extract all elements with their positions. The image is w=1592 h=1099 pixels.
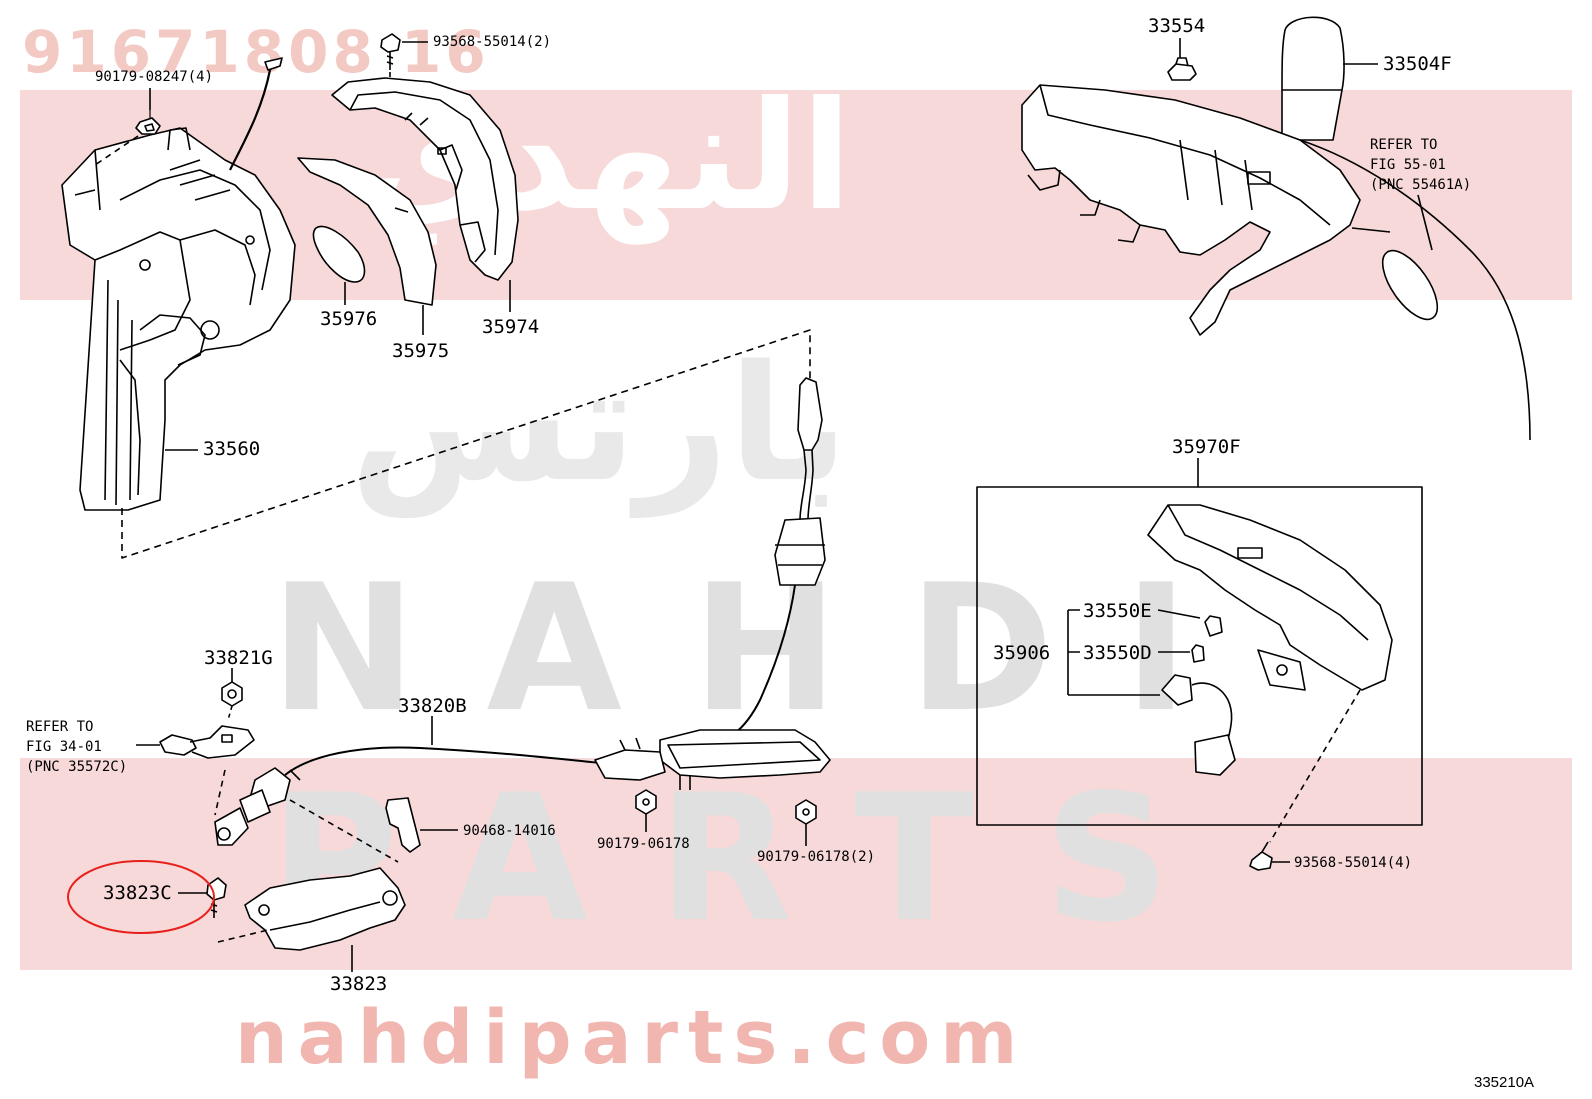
label-refer-fig-34[interactable]: REFER TO FIG 34-01 (PNC 35572C) [26, 719, 128, 775]
dash-housing-to-cable [121, 329, 811, 559]
label-33550D[interactable]: 33550D [1083, 642, 1152, 664]
cable-end-fitting [214, 767, 291, 846]
screw-93568-55014-icon [1249, 841, 1273, 871]
watermark-part-number: 91671808 16 [22, 18, 490, 86]
label-90179-06178[interactable]: 90179-06178 [597, 836, 690, 852]
dash-90179-to-housing [94, 135, 139, 166]
clip-33554-icon [1167, 57, 1197, 81]
label-93568-55014-2[interactable]: 93568-55014(2) [433, 34, 552, 50]
label-90179-08247[interactable]: 90179-08247(4) [95, 69, 214, 85]
label-90468-14016[interactable]: 90468-14016 [463, 823, 556, 839]
label-33821G[interactable]: 33821G [204, 647, 273, 669]
dash-bracket-to-fitting [214, 769, 226, 816]
bolt-90179-08247-icon [135, 110, 161, 135]
label-35970F[interactable]: 35970F [1172, 436, 1241, 458]
bulb-33550E-icon [1204, 615, 1223, 637]
figure-code: 335210A [1474, 1074, 1535, 1091]
leader-refer-55 [1417, 194, 1433, 251]
watermark-nahdi: NAHDI [270, 548, 1259, 751]
highlight-ellipse [67, 860, 215, 934]
leader-33550E [1157, 609, 1201, 619]
shift-indicator-bezel [1147, 504, 1393, 691]
dash-fitting-to-clip [289, 799, 399, 863]
watermark-arabic-mid: بارتس [350, 330, 849, 517]
label-35976[interactable]: 35976 [320, 308, 378, 330]
dash-bolt-to-bracket [217, 929, 269, 943]
label-90179-06178-2[interactable]: 90179-06178(2) [757, 849, 876, 865]
clip-90468-14016 [385, 797, 421, 853]
bracket-33823 [244, 867, 406, 951]
label-refer-fig-55[interactable]: REFER TO FIG 55-01 (PNC 55461A) [1370, 137, 1472, 193]
nut-90179-06178-2-icon [795, 799, 817, 825]
cable-bracket-base [594, 729, 831, 790]
watermark-parts: PARTS [270, 758, 1240, 961]
bulb-33550D-icon [1191, 644, 1205, 663]
label-35906[interactable]: 35906 [993, 642, 1051, 664]
dash-bezel-to-screw [1269, 689, 1361, 843]
bulb-socket-harness [1161, 674, 1236, 776]
shift-knob-33504F [1281, 16, 1345, 141]
watermark-domain: nahdiparts.com [235, 995, 1028, 1081]
label-35975[interactable]: 35975 [392, 340, 450, 362]
shift-cable-33820B [284, 377, 826, 781]
nut-33821G-icon [221, 681, 243, 707]
label-35974[interactable]: 35974 [482, 316, 540, 338]
label-33550E[interactable]: 33550E [1083, 600, 1152, 622]
label-33823[interactable]: 33823 [330, 973, 388, 995]
assembly-box-35970F [976, 486, 1423, 826]
bracket-refer-34 [159, 725, 255, 759]
label-33554[interactable]: 33554 [1148, 15, 1206, 37]
nut-90179-06178-icon [635, 789, 657, 815]
bolt-93568-55014-top-icon [380, 33, 401, 70]
label-33504F[interactable]: 33504F [1383, 53, 1452, 75]
bracket-35974 [331, 77, 519, 281]
label-33560[interactable]: 33560 [203, 438, 261, 460]
label-93568-55014-4[interactable]: 93568-55014(4) [1294, 855, 1413, 871]
shift-lever-housing [61, 57, 296, 511]
dash-nut-to-bracket [227, 705, 233, 721]
shield-35975 [297, 157, 437, 306]
console-panel [1021, 84, 1531, 441]
label-33823C[interactable]: 33823C [103, 882, 172, 904]
pad-35976 [312, 225, 366, 283]
bracket-35906 [1067, 609, 1160, 696]
label-33820B[interactable]: 33820B [398, 695, 467, 717]
